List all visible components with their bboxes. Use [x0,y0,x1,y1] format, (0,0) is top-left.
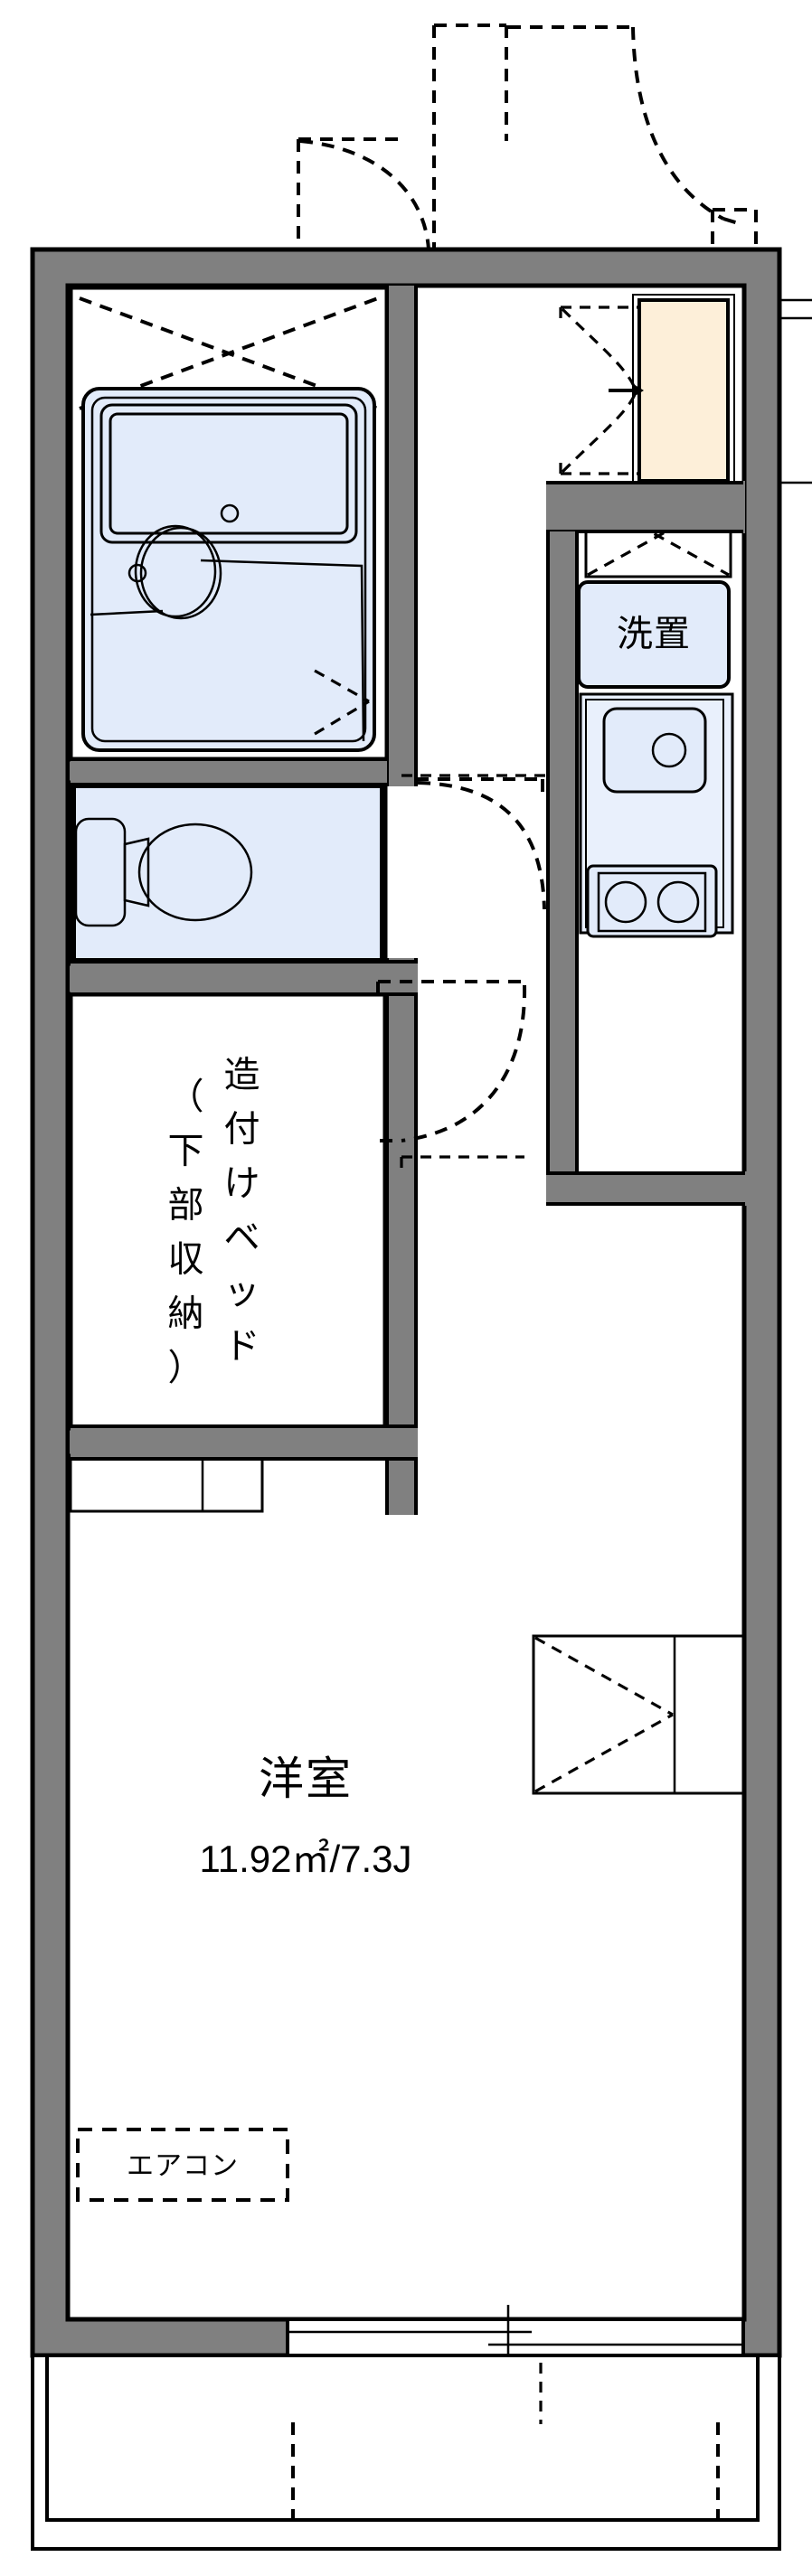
washbasin-drain-icon [127,563,147,583]
meter-box-outline [711,208,758,249]
main-room: 洋室 11.92㎡/7.3J [199,1753,411,1880]
wall-hall-kitchen [546,531,579,1204]
toilet-room-floor [72,785,383,962]
stove-burner-right-icon [656,880,700,924]
corridor-door-right [508,25,742,226]
wall-below-bed [71,1424,418,1461]
room-entry-door[interactable] [376,980,527,1142]
built-in-bed-box [68,992,388,1431]
washer-place: 洗置 [577,580,731,689]
stove-body [586,864,718,938]
washbasin-bowl-rim [134,524,217,618]
bath-entry-rail[interactable] [400,1155,524,1171]
entrance-door-arrow [632,383,644,398]
bed-char-5: ド [224,1327,261,1367]
entrance-tile [637,298,730,483]
sink-basin [602,707,707,794]
room-closet-body [532,1634,745,1795]
toilet-pedestal [123,837,150,907]
balcony-railing [45,2354,760,2522]
toilet-bowl [137,823,253,922]
built-in-bed-closet: 造 付 け ベ ッ ド （ 下 部 収 納 ） [68,992,388,1431]
interior-doors [376,774,552,1171]
unit-bath-tray-inner [90,396,367,743]
hall-door-arc [417,781,546,910]
corridor-door-left [297,137,430,250]
bath-counter-edge [200,559,365,742]
entrance-door-swing-lower [561,391,637,474]
room-closet [532,1634,745,1795]
balcony [31,2354,781,2551]
bathtub-inner [109,412,349,535]
storage-char-1: 下 [168,1132,205,1171]
built-in-bed-label: 造 付 け ベ ッ ド [224,1056,261,1367]
wall-toilet-hall [385,958,418,1515]
under-bed-cabinet [69,1453,264,1513]
storage-char-5: ） [168,1349,205,1388]
wall-kitchen-bottom [546,1171,747,1206]
main-room-area: 11.92㎡/7.3J [199,1838,411,1880]
toilet-room [68,780,388,966]
interior-walls [71,286,747,1515]
corridor-door-left-arc [299,139,430,250]
washbasin-bowl [139,526,222,620]
aircon-label: エアコン [127,2151,239,2181]
washer-place-label: 洗置 [617,615,691,654]
wall-bath-hall [385,286,418,786]
corridor-door-right-arc [631,26,724,221]
corridor-door-right-arc-end [722,217,742,226]
bath-shower-dash-2 [314,700,370,736]
storage-char-2: 部 [168,1186,205,1226]
balcony-window-band [286,2317,745,2357]
bed-char-3: ベ [224,1218,261,1258]
room-entry-door-arc [401,984,527,1142]
aircon-box [76,2128,289,2202]
wall-below-toilet [71,960,418,996]
hall-door-to-room[interactable] [416,777,546,910]
room-closet-dash-2 [534,1713,674,1793]
wall-below-genkan [546,481,745,533]
room-closet-dash-1 [534,1636,674,1716]
balcony-slab [31,2354,781,2551]
storage-char-0: （ [168,1077,205,1117]
entrance-door-swing-upper [561,307,637,391]
air-conditioner: エアコン [76,2128,289,2202]
storage-char-4: 納 [168,1294,205,1334]
bathtub-drain-icon [220,503,240,523]
corridor-opening-mid [432,24,508,249]
bed-char-0: 造 [224,1056,261,1095]
exterior-projections [297,24,758,250]
right-edge-guides [779,298,812,484]
bath-floor-edge [90,609,164,616]
sink-faucet-icon [651,732,687,768]
bed-char-1: 付 [224,1110,261,1150]
stove-burner-left-icon [604,880,647,924]
lower-storage-label: （ 下 部 収 納 ） [168,1077,205,1388]
under-bed-cabinet-body [69,1453,264,1513]
bed-char-2: け [224,1164,261,1204]
bath-shower-dash-1 [314,669,370,703]
bed-char-4: ッ [224,1273,261,1312]
main-room-name: 洋室 [259,1753,353,1804]
unit-bath [68,285,390,762]
exterior-projections-bottom [291,2422,720,2531]
storage-char-3: 収 [168,1240,205,1280]
stove-frame [597,871,707,933]
kitchen-counter [579,692,734,938]
wall-bath-toilet [71,757,387,786]
